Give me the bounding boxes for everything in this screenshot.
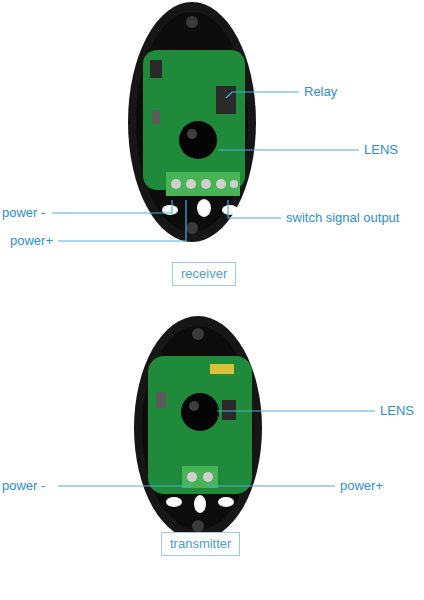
receiver-housing <box>128 2 256 242</box>
caption-box: transmitter <box>161 532 240 556</box>
pin-label: power+ <box>340 478 383 494</box>
leader-lines <box>52 92 375 486</box>
signal-label: switch signal output <box>286 210 399 226</box>
pin-label: power+ <box>10 233 53 249</box>
caption-box: receiver <box>172 262 236 286</box>
caption-text: transmitter <box>170 536 231 552</box>
part-label: Relay <box>304 84 337 100</box>
pin-label: power - <box>2 205 45 221</box>
part-label: LENS <box>364 142 398 158</box>
transmitter-housing <box>134 316 262 540</box>
part-label: LENS <box>380 403 414 419</box>
pin-label: power - <box>2 478 45 494</box>
caption-text: receiver <box>181 266 227 282</box>
relay <box>216 86 236 114</box>
